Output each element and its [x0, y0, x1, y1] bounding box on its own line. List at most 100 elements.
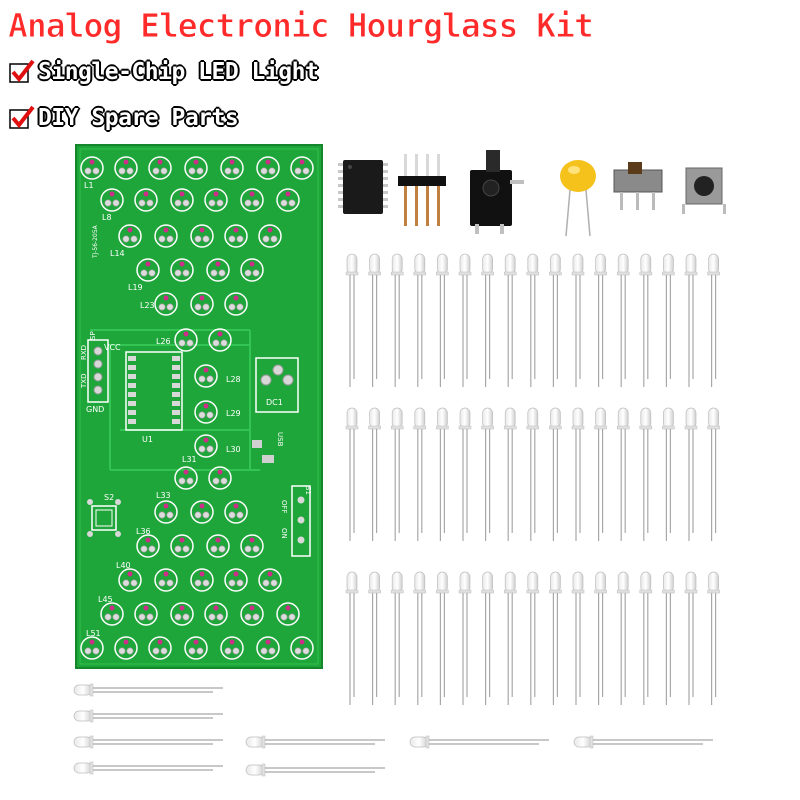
led-pad	[276, 602, 300, 626]
white-led	[368, 571, 381, 705]
white-led	[639, 407, 653, 541]
led-pad	[174, 328, 198, 352]
led-pad	[170, 258, 194, 282]
led-pad	[154, 500, 178, 524]
led-pad	[184, 636, 208, 660]
white-led	[481, 407, 494, 541]
white-led	[707, 253, 720, 387]
led-label: L23	[140, 301, 155, 310]
led-pad	[136, 534, 160, 558]
pcb-usb-label: USB	[276, 432, 284, 447]
dc-jack-footprint	[255, 357, 299, 413]
spare-white-led	[73, 735, 223, 749]
led-label: L30	[226, 445, 241, 454]
red-check-icon	[9, 105, 35, 129]
loose-led-rows	[345, 253, 720, 705]
white-led	[684, 407, 698, 541]
white-led	[639, 253, 653, 387]
led-pad	[240, 188, 264, 212]
led-pad	[224, 292, 248, 316]
led-label: L45	[98, 595, 113, 604]
white-led	[684, 253, 698, 387]
led-label: L1	[84, 181, 94, 190]
led-label: L19	[128, 283, 143, 292]
led-pad	[256, 156, 280, 180]
pcb-txd-label: TXD	[80, 374, 88, 389]
ic-chip	[338, 160, 388, 214]
white-led	[345, 571, 359, 705]
white-led	[662, 571, 675, 705]
white-led	[390, 253, 404, 387]
white-led	[571, 253, 585, 387]
pcb-model-label: TJ-56-205A	[92, 224, 99, 259]
pcb-chip-label: U1	[142, 435, 153, 444]
pcb-button-label: S2	[104, 493, 114, 502]
led-pad	[190, 224, 214, 248]
spare-white-led	[73, 761, 223, 775]
white-led	[458, 253, 472, 387]
spare-white-led	[409, 735, 549, 749]
led-label: L33	[156, 491, 171, 500]
led-pad	[190, 292, 214, 316]
switch-footprint-s1	[291, 485, 311, 557]
led-pad	[190, 568, 214, 592]
button-footprint-s2	[87, 499, 121, 537]
led-pad	[134, 188, 158, 212]
white-led	[481, 253, 494, 387]
white-led	[436, 253, 449, 387]
white-led	[616, 571, 630, 705]
led-label: L51	[86, 629, 101, 638]
white-led	[662, 407, 675, 541]
spare-led-group	[73, 683, 713, 777]
white-led	[503, 571, 517, 705]
white-led	[458, 571, 472, 705]
white-led	[594, 571, 607, 705]
white-led	[571, 571, 585, 705]
led-pad	[204, 188, 228, 212]
pcb-rxd-label: RXD	[80, 345, 88, 360]
pcb-switch-label: S1	[304, 486, 312, 495]
tactile-push-button	[682, 167, 726, 214]
white-led	[549, 407, 562, 541]
led-label: L26	[156, 337, 171, 346]
led-pad	[80, 156, 104, 180]
led-label: L28	[226, 375, 241, 384]
white-led	[368, 407, 381, 541]
serial-header-footprint	[87, 339, 109, 403]
led-pad	[154, 224, 178, 248]
white-led	[413, 407, 427, 541]
white-led	[549, 253, 562, 387]
led-label: L40	[116, 561, 131, 570]
slide-switch	[613, 162, 663, 210]
led-pad	[220, 156, 244, 180]
ceramic-capacitor	[560, 160, 596, 237]
chip-footprint-u1	[125, 351, 183, 431]
white-led	[594, 407, 607, 541]
led-pad	[224, 224, 248, 248]
led-pad	[118, 568, 142, 592]
white-led	[639, 571, 653, 705]
led-pad	[208, 328, 232, 352]
led-pad	[290, 636, 314, 660]
pcb-off-label: OFF	[280, 500, 288, 514]
feature-diy-spare-parts: DIY Spare Parts	[8, 104, 239, 132]
pcb-dc-label: DC1	[266, 398, 283, 407]
white-led	[503, 407, 517, 541]
white-led	[594, 253, 607, 387]
led-pad	[114, 156, 138, 180]
white-led	[526, 571, 540, 705]
led-pad	[184, 156, 208, 180]
led-pad	[118, 224, 142, 248]
led-label: L31	[182, 455, 197, 464]
led-pad	[148, 636, 172, 660]
led-pad	[256, 636, 280, 660]
led-pad	[220, 636, 244, 660]
led-pad	[154, 292, 178, 316]
led-pad	[258, 224, 282, 248]
led-pad	[174, 466, 198, 490]
pcb-sp-label: SP	[89, 331, 97, 340]
spare-white-led	[73, 709, 223, 723]
led-pad	[206, 534, 230, 558]
product-headline: Analog Electronic Hourglass Kit	[8, 6, 595, 46]
led-pad	[194, 434, 218, 458]
